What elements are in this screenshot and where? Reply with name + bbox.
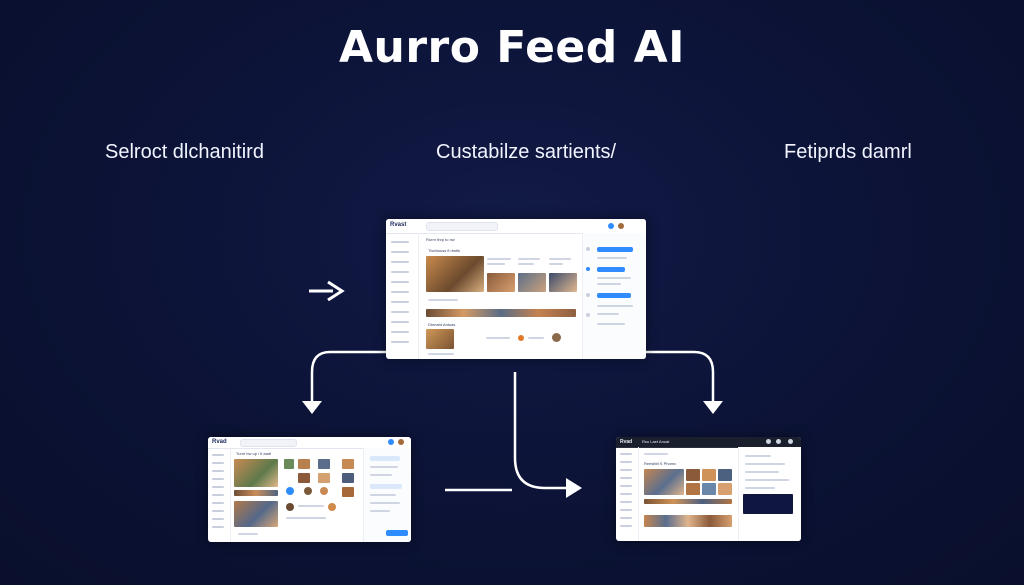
center-heading: Rurrn thrp to nw bbox=[426, 237, 455, 242]
step-label-feed: Fetiprds damrl bbox=[784, 141, 912, 163]
left-logo: Rvad bbox=[212, 439, 227, 445]
left-topbar: Rvad bbox=[208, 437, 411, 449]
left-action-button[interactable] bbox=[386, 530, 408, 536]
step-label-select: Selroct dlchanitird bbox=[105, 141, 264, 163]
right-screen: Rvad Rsu Laet Anoat Reestbit S Phornc bbox=[616, 437, 801, 541]
notification-icon[interactable] bbox=[608, 223, 614, 229]
arrow-to-left-screen bbox=[310, 350, 386, 404]
arrowhead-right bbox=[703, 401, 723, 414]
customize-panel bbox=[582, 233, 646, 359]
right-heading: Rsu Laet Anoat bbox=[642, 439, 670, 444]
arrow-to-right-screen bbox=[646, 350, 715, 404]
right-dark-card[interactable] bbox=[743, 494, 793, 514]
right-topbar: Rvad Rsu Laet Anoat bbox=[616, 437, 801, 448]
center-screen: Rvast Rurrn thrp to nw Tbchiouss fl rhst… bbox=[386, 219, 646, 359]
left-heading: Turnt hw up / if aartl bbox=[236, 451, 272, 456]
feed-image-2[interactable] bbox=[487, 273, 515, 292]
search-input[interactable] bbox=[426, 222, 498, 231]
arrowhead-left bbox=[302, 401, 322, 414]
right-logo: Rvad bbox=[620, 439, 633, 445]
feed-image-3[interactable] bbox=[518, 273, 546, 292]
feed-image-1[interactable] bbox=[426, 256, 484, 292]
center-logo: Rvast bbox=[390, 222, 407, 228]
center-section-2: Dhmaht Antuas bbox=[428, 322, 456, 327]
diagram-title: Aurro Feed AI bbox=[338, 22, 686, 73]
step-label-customize: Custabilze sartients/ bbox=[436, 141, 617, 163]
arrow-down-right bbox=[513, 372, 568, 490]
feed-image-4[interactable] bbox=[549, 273, 577, 292]
center-topbar: Rvast bbox=[386, 219, 646, 234]
left-search-input[interactable] bbox=[240, 439, 297, 447]
center-sidebar bbox=[386, 233, 419, 359]
left-avatar[interactable] bbox=[398, 439, 404, 445]
left-screen: Rvad Turnt hw up / if aartl bbox=[208, 437, 411, 542]
arrowhead-down-right bbox=[566, 478, 582, 498]
center-section-1: Tbchiouss fl rhstlk bbox=[428, 248, 461, 253]
feed-image-5[interactable] bbox=[426, 329, 454, 349]
arrowhead-into-center bbox=[327, 280, 345, 302]
right-section: Reestbit S Phornc bbox=[644, 461, 677, 466]
avatar[interactable] bbox=[618, 223, 624, 229]
